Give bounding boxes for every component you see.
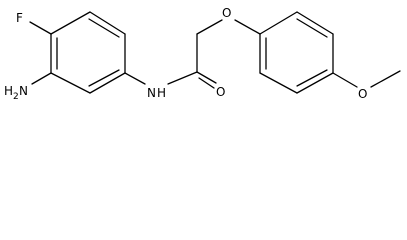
chemical-structure-drawing: F H 2 N N H O O: [4, 6, 401, 102]
bond-ring1-1: [50, 11, 91, 35]
ether-oxygen-label: O: [222, 6, 231, 20]
structure-canvas: F H 2 N N H O O: [0, 0, 407, 107]
bond-ch2-ether-o: [196, 19, 223, 35]
bond-ring1-2: [89, 11, 126, 35]
bond-c-nh2: [31, 72, 52, 85]
bond-ring1-double-b: [88, 69, 120, 87]
bond-ring-nh: [124, 72, 146, 85]
bond-ring2-5: [259, 72, 298, 94]
bond-ring2-4: [296, 72, 334, 94]
bond-ring1-double-a: [88, 18, 120, 38]
left-benzene-ring: [50, 11, 126, 94]
amide-h-label: H: [157, 86, 166, 100]
amine-n-label: N: [19, 84, 28, 98]
bond-ring2-2: [296, 11, 334, 35]
bond-c-f: [29, 21, 52, 35]
methoxy-oxygen-label: O: [358, 87, 367, 101]
right-benzene-ring: [259, 11, 334, 94]
carbonyl-oxygen-label: O: [216, 85, 225, 99]
bond-methoxy-methyl: [370, 70, 401, 88]
bond-ring1-5: [50, 72, 91, 94]
amide-n-label: N: [147, 86, 156, 100]
fluorine-atom-label: F: [16, 11, 23, 25]
bond-ring2-1: [259, 11, 298, 35]
bond-ring2-double-a: [296, 18, 328, 38]
bond-ring1-4: [89, 72, 126, 94]
amine-h-label: H: [4, 84, 13, 98]
amine-subscript-label: 2: [13, 92, 19, 102]
bond-carbonyl-double-b: [198, 77, 215, 89]
bond-nh-carbonyl: [167, 71, 198, 85]
bond-ring-methoxy-o: [332, 72, 358, 88]
bond-carbonyl-double-a: [196, 71, 217, 84]
bond-ether-o-ring: [234, 19, 261, 35]
bond-ring2-double-b: [296, 69, 328, 87]
